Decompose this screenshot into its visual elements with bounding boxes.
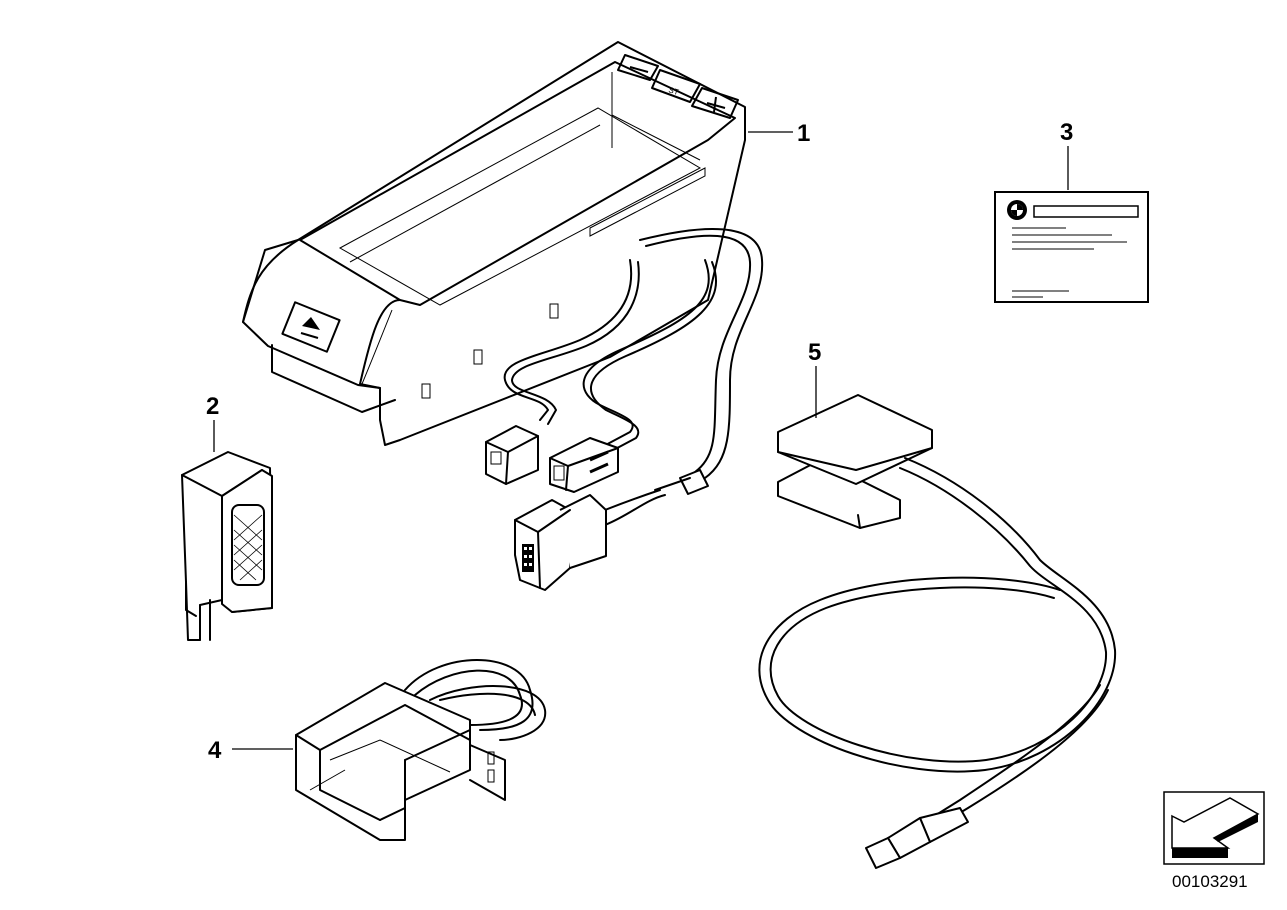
document-number: 00103291 xyxy=(1172,872,1248,891)
callout-number: 4 xyxy=(208,737,222,764)
plus-button[interactable] xyxy=(691,87,739,119)
station-button[interactable] xyxy=(651,69,701,103)
callout-number: 5 xyxy=(808,339,821,366)
microphone-grille xyxy=(233,514,263,581)
station-button-label: ST xyxy=(667,85,680,97)
part-3-label[interactable] xyxy=(994,191,1149,303)
multi-pin-connector xyxy=(514,494,607,591)
rj-socket-connector xyxy=(485,425,539,485)
callout-number: 3 xyxy=(1060,119,1073,146)
back-arrow-icon xyxy=(1171,797,1260,858)
callout-number: 1 xyxy=(797,120,810,147)
side-slot xyxy=(421,383,431,399)
callout-2[interactable]: 2 xyxy=(206,393,219,452)
callout-3[interactable]: 3 xyxy=(1060,119,1073,190)
part-4-connector[interactable] xyxy=(295,659,547,841)
part-2-microphone[interactable] xyxy=(181,451,273,641)
callout-number: 2 xyxy=(206,393,219,420)
bmw-logo-icon xyxy=(1007,200,1027,220)
part-1-cradle[interactable]: ST xyxy=(242,41,746,446)
callout-5[interactable]: 5 xyxy=(808,339,821,418)
minus-button[interactable] xyxy=(617,54,659,81)
part-5-antenna[interactable] xyxy=(758,394,1117,869)
back-arrow-button[interactable] xyxy=(1163,791,1265,865)
callout-1[interactable]: 1 xyxy=(748,120,810,147)
side-slot xyxy=(473,349,483,365)
small-plug-connector xyxy=(549,437,619,493)
callout-4[interactable]: 4 xyxy=(208,737,293,764)
side-slot xyxy=(549,303,559,319)
eject-icon xyxy=(302,317,320,330)
part-1-harness xyxy=(503,228,764,526)
